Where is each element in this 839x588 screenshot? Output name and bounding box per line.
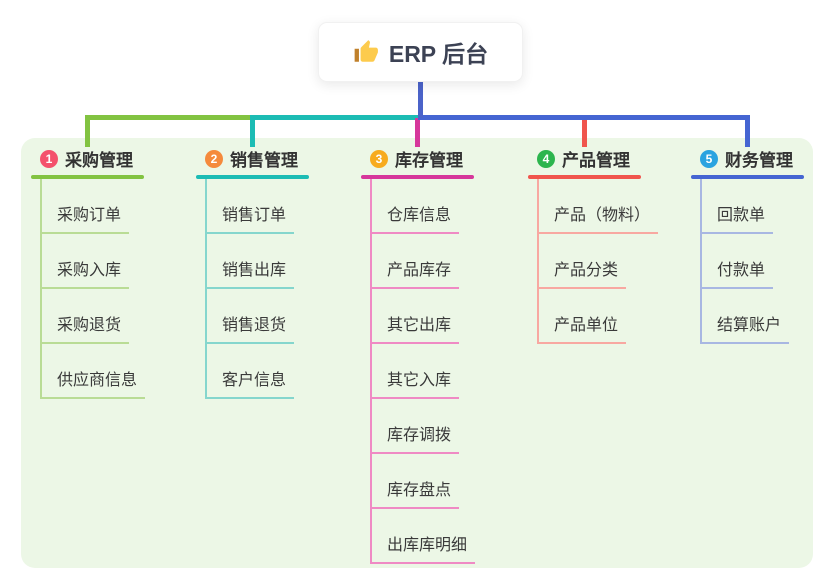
node-label[interactable]: 产品单位 bbox=[537, 311, 627, 344]
list-item: 产品单位 bbox=[528, 289, 678, 344]
node-label[interactable]: 其它入库 bbox=[370, 366, 460, 399]
connector-branch2-drop bbox=[250, 115, 255, 147]
root-node[interactable]: ERP 后台 bbox=[318, 22, 523, 82]
branch-sales-items: 销售订单 销售出库 销售退货 客户信息 bbox=[196, 179, 346, 399]
list-item: 出库库明细 bbox=[361, 509, 511, 564]
root-trunk-line bbox=[418, 82, 423, 118]
branch-finance: 5 财务管理 回款单 付款单 结算账户 bbox=[691, 147, 839, 344]
branch-product-items: 产品（物料） 产品分类 产品单位 bbox=[528, 179, 678, 344]
branch-number-badge: 5 bbox=[700, 149, 718, 168]
branch-number-badge: 3 bbox=[370, 149, 388, 168]
root-node-label: ERP 后台 bbox=[388, 41, 489, 67]
list-item: 销售退货 bbox=[196, 289, 346, 344]
connector-branch3-drop bbox=[415, 118, 420, 147]
branch-purchase: 1 采购管理 采购订单 采购入库 采购退货 供应商信息 bbox=[31, 147, 181, 399]
node-label[interactable]: 产品（物料） bbox=[537, 201, 659, 234]
branch-number-badge: 1 bbox=[40, 149, 58, 168]
branch-underline bbox=[31, 175, 144, 179]
node-label[interactable]: 库存调拨 bbox=[370, 421, 460, 454]
list-item: 客户信息 bbox=[196, 344, 346, 399]
branch-title-label: 库存管理 bbox=[395, 151, 463, 170]
branch-title-label: 财务管理 bbox=[725, 151, 793, 170]
branch-product: 4 产品管理 产品（物料） 产品分类 产品单位 bbox=[528, 147, 678, 344]
node-label[interactable]: 产品分类 bbox=[537, 256, 627, 289]
list-item: 库存盘点 bbox=[361, 454, 511, 509]
list-item: 仓库信息 bbox=[361, 179, 511, 234]
thumbs-up-icon bbox=[354, 40, 378, 62]
list-item: 产品库存 bbox=[361, 234, 511, 289]
node-label[interactable]: 供应商信息 bbox=[40, 366, 146, 399]
branch-underline bbox=[361, 175, 474, 179]
branch-inventory-title[interactable]: 3 库存管理 bbox=[370, 147, 511, 170]
node-label[interactable]: 其它出库 bbox=[370, 311, 460, 344]
branch-inventory-items: 仓库信息 产品库存 其它出库 其它入库 库存调拨 库存盘点 出库库明细 bbox=[361, 179, 511, 564]
branch-number-badge: 4 bbox=[537, 149, 555, 168]
connector-branch4-drop bbox=[582, 118, 587, 147]
list-item: 其它入库 bbox=[361, 344, 511, 399]
node-label[interactable]: 采购入库 bbox=[40, 256, 130, 289]
branch-finance-title[interactable]: 5 财务管理 bbox=[700, 147, 839, 170]
branch-title-label: 销售管理 bbox=[230, 151, 298, 170]
list-item: 采购退货 bbox=[31, 289, 181, 344]
connector-branch5-drop bbox=[745, 115, 750, 147]
node-label[interactable]: 回款单 bbox=[700, 201, 774, 234]
branch-purchase-title[interactable]: 1 采购管理 bbox=[40, 147, 181, 170]
branches-background-panel bbox=[21, 138, 813, 568]
node-label[interactable]: 客户信息 bbox=[205, 366, 295, 399]
list-item: 其它出库 bbox=[361, 289, 511, 344]
branch-title-label: 采购管理 bbox=[65, 151, 133, 170]
connector-branch2 bbox=[250, 115, 422, 120]
branch-finance-items: 回款单 付款单 结算账户 bbox=[691, 179, 839, 344]
list-item: 回款单 bbox=[691, 179, 839, 234]
list-item: 销售订单 bbox=[196, 179, 346, 234]
list-item: 销售出库 bbox=[196, 234, 346, 289]
list-item: 产品分类 bbox=[528, 234, 678, 289]
branch-sales: 2 销售管理 销售订单 销售出库 销售退货 客户信息 bbox=[196, 147, 346, 399]
branch-underline bbox=[528, 175, 641, 179]
node-label[interactable]: 库存盘点 bbox=[370, 476, 460, 509]
list-item: 产品（物料） bbox=[528, 179, 678, 234]
node-label[interactable]: 产品库存 bbox=[370, 256, 460, 289]
node-label[interactable]: 仓库信息 bbox=[370, 201, 460, 234]
node-label[interactable]: 付款单 bbox=[700, 256, 774, 289]
node-label[interactable]: 销售订单 bbox=[205, 201, 295, 234]
list-item: 采购订单 bbox=[31, 179, 181, 234]
node-label[interactable]: 销售退货 bbox=[205, 311, 295, 344]
list-item: 采购入库 bbox=[31, 234, 181, 289]
branch-title-label: 产品管理 bbox=[562, 151, 630, 170]
branch-number-badge: 2 bbox=[205, 149, 223, 168]
branch-underline bbox=[196, 175, 309, 179]
node-label[interactable]: 采购订单 bbox=[40, 201, 130, 234]
branch-inventory: 3 库存管理 仓库信息 产品库存 其它出库 其它入库 库存调拨 库存盘点 出库库… bbox=[361, 147, 511, 564]
branch-product-title[interactable]: 4 产品管理 bbox=[537, 147, 678, 170]
list-item: 结算账户 bbox=[691, 289, 839, 344]
node-label[interactable]: 采购退货 bbox=[40, 311, 130, 344]
connector-branch5 bbox=[418, 115, 750, 120]
branch-sales-title[interactable]: 2 销售管理 bbox=[205, 147, 346, 170]
list-item: 库存调拨 bbox=[361, 399, 511, 454]
list-item: 供应商信息 bbox=[31, 344, 181, 399]
node-label[interactable]: 出库库明细 bbox=[370, 531, 476, 564]
branch-underline bbox=[691, 175, 804, 179]
list-item: 付款单 bbox=[691, 234, 839, 289]
node-label[interactable]: 结算账户 bbox=[700, 311, 790, 344]
branch-purchase-items: 采购订单 采购入库 采购退货 供应商信息 bbox=[31, 179, 181, 399]
node-label[interactable]: 销售出库 bbox=[205, 256, 295, 289]
connector-branch1-drop bbox=[85, 115, 90, 147]
